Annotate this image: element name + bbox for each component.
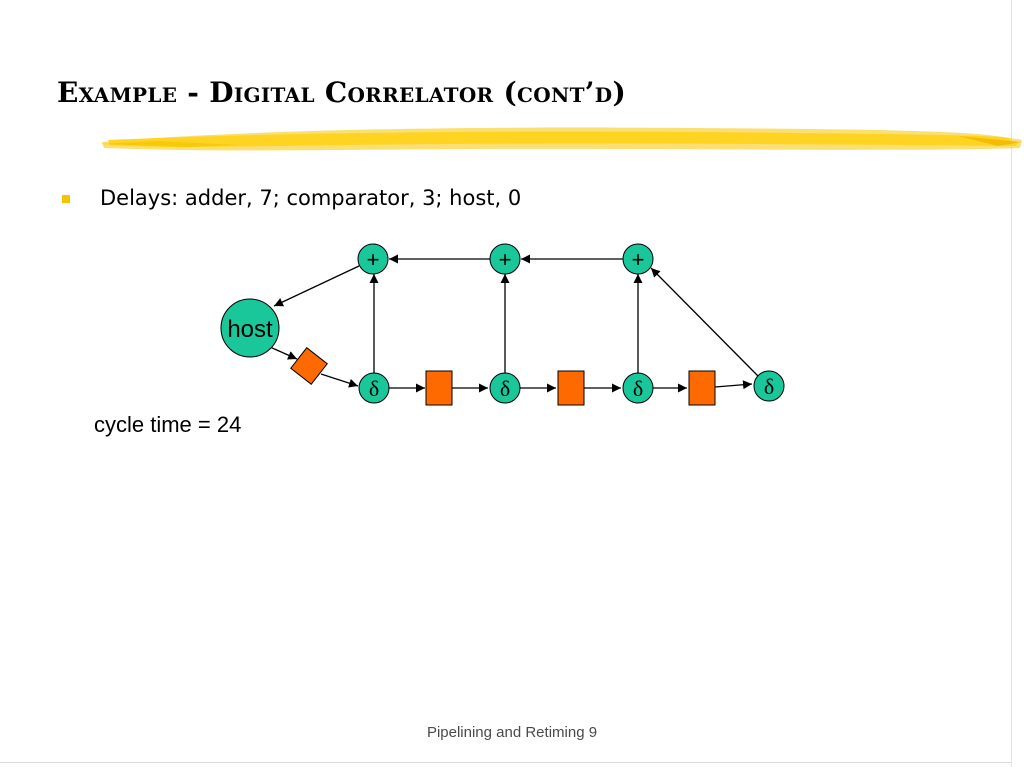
- adder-node-3: +: [622, 243, 654, 275]
- host-label: host: [227, 316, 273, 343]
- adder-node-1: +: [357, 243, 389, 275]
- edge-comp4-adder3: [650, 267, 759, 377]
- comparator-node-4: δ: [753, 370, 785, 402]
- comparator-label-4: δ: [764, 374, 774, 399]
- comparator-node-1: δ: [358, 372, 390, 404]
- slide-title: Example - Digital Correlator (cont’d): [57, 76, 626, 109]
- bullet-square-icon: [62, 194, 70, 203]
- bullet-text: Delays: adder, 7; comparator, 3; host, 0: [100, 186, 522, 210]
- comparator-label-2: δ: [500, 376, 510, 401]
- register-0: [290, 347, 328, 385]
- adder-node-2: +: [489, 243, 521, 275]
- host-node: host: [220, 298, 280, 358]
- edge-reg3-comp4: [714, 380, 753, 390]
- bottom-rule: [0, 762, 1012, 763]
- edges: [269, 254, 759, 393]
- comparator-node-2: δ: [489, 372, 521, 404]
- edge-adder1-host: [273, 265, 360, 307]
- adder-label-3: +: [632, 247, 645, 272]
- adder-label-2: +: [499, 247, 512, 272]
- comparator-node-3: δ: [622, 372, 654, 404]
- registers: [290, 347, 716, 406]
- register-2: [557, 370, 585, 406]
- adder-label-1: +: [367, 247, 380, 272]
- title-underline-highlight: [98, 127, 1022, 151]
- edge-host-reg0: [269, 346, 298, 360]
- edge-reg0-comp1: [320, 373, 359, 388]
- bullet-item: Delays: adder, 7; comparator, 3; host, 0: [62, 186, 521, 210]
- comparator-label-1: δ: [369, 376, 379, 401]
- register-1: [425, 370, 453, 406]
- register-3: [688, 370, 716, 406]
- slide-edge: [1011, 0, 1012, 767]
- slide-footer: Pipelining and Retiming 9: [426, 724, 598, 741]
- cycle-time-caption: cycle time = 24: [94, 412, 242, 437]
- comparator-label-3: δ: [633, 376, 643, 401]
